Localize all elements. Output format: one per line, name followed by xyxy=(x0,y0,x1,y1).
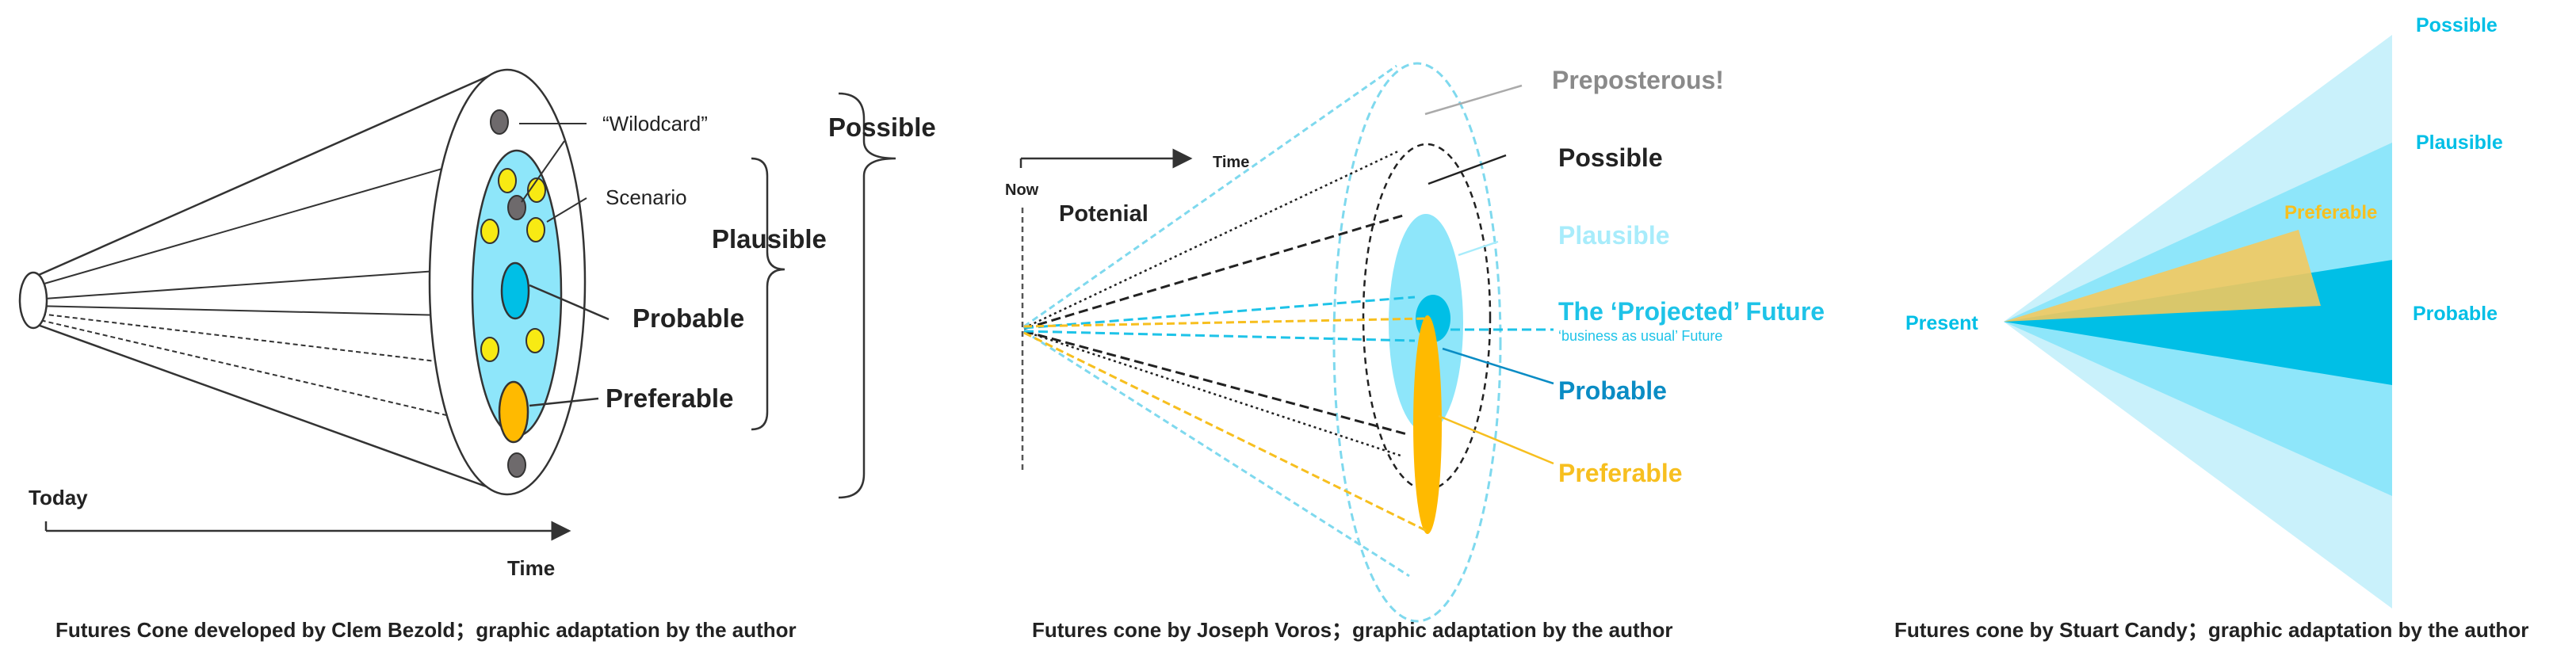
panel-bezold-cone: “Wilodcard” Scenario Probable Preferable… xyxy=(18,68,936,642)
projected-label: The ‘Projected’ Future xyxy=(1558,297,1825,326)
probable-label: Probable xyxy=(633,303,744,333)
possible-edge xyxy=(1023,330,1404,458)
preferable-area xyxy=(1413,315,1442,534)
preferable-label: Preferable xyxy=(1558,459,1683,487)
plausible-label: Plausible xyxy=(2416,132,2503,154)
plausible-edge xyxy=(1023,214,1404,330)
preferable-leader xyxy=(529,397,599,407)
preposterous-leader xyxy=(1424,84,1523,116)
possible-ellipse xyxy=(1362,143,1492,491)
time-label: Time xyxy=(1213,154,1249,171)
wildcard-label: “Wilodcard” xyxy=(602,112,708,135)
today-label: Today xyxy=(29,486,88,509)
probable-leader xyxy=(1442,347,1554,385)
preposterous-edge xyxy=(1023,330,1410,578)
preposterous-ellipse xyxy=(1332,62,1502,623)
ray-line-dashed xyxy=(32,318,508,430)
caption-voros: Futures cone by Joseph Voros；graphic ada… xyxy=(1032,618,1673,642)
scenario-label: Scenario xyxy=(606,185,687,209)
cone-upper-edge xyxy=(32,70,500,279)
plausible-label: Plausible xyxy=(712,224,827,254)
caption-candy: Futures cone by Stuart Candy；graphic ada… xyxy=(1894,618,2528,642)
possible-label: Possible xyxy=(1558,143,1663,172)
possible-label: Possible xyxy=(828,113,936,142)
wildcard-leader xyxy=(521,140,565,203)
probable-leader xyxy=(529,284,610,321)
cone-apex xyxy=(18,271,48,330)
plausible-edge xyxy=(1023,330,1408,436)
probable-area xyxy=(500,261,530,320)
possible-brace xyxy=(838,92,896,499)
cone-lower-edge xyxy=(32,322,500,493)
preposterous-edge xyxy=(1023,64,1397,328)
preferable-label: Preferable xyxy=(606,383,733,413)
present-label: Present xyxy=(1905,312,1978,334)
ray-line xyxy=(32,154,492,288)
plausible-leader xyxy=(1458,240,1499,257)
probable-label: Probable xyxy=(1558,376,1667,405)
projected-sub-label: ‘business as usual’ Future xyxy=(1558,328,1722,344)
probable-edge xyxy=(1023,330,1416,342)
preferable-label: Preferable xyxy=(2284,202,2377,223)
wildcard-dot xyxy=(490,109,509,135)
preposterous-label: Preposterous! xyxy=(1552,66,1724,94)
caption-bezold: Futures Cone developed by Clem Bezold；gr… xyxy=(55,618,797,642)
scenario-dot xyxy=(498,168,517,193)
wildcard-dot xyxy=(507,452,526,478)
preferable-region xyxy=(2004,230,2321,322)
preferable-edge xyxy=(1023,317,1428,328)
scenario-leader xyxy=(546,197,587,223)
scenario-dot xyxy=(480,337,499,362)
possible-leader xyxy=(1428,154,1507,185)
plausible-brace xyxy=(751,157,785,431)
plausible-label: Plausible xyxy=(1558,221,1670,250)
now-label: Now xyxy=(1005,181,1039,199)
probable-edge xyxy=(1023,296,1416,330)
time-label: Time xyxy=(507,556,555,580)
preferable-area xyxy=(498,380,529,444)
preferable-leader xyxy=(1438,414,1554,465)
scenario-dot xyxy=(527,177,546,203)
panel-voros-cone: Time Now Potenial Preposterous! Possible… xyxy=(1005,62,1825,642)
possible-label: Possible xyxy=(2416,14,2498,36)
scenario-dot xyxy=(526,328,545,353)
scenario-dot xyxy=(526,217,545,242)
preferable-edge xyxy=(1023,331,1428,532)
probable-label: Probable xyxy=(2413,303,2498,325)
panel-candy-cone: Present Possible Plausible Preferable Pr… xyxy=(1894,14,2528,642)
scenario-dot xyxy=(480,219,499,244)
potenial-label: Potenial xyxy=(1059,201,1148,227)
possible-edge xyxy=(1023,149,1401,330)
